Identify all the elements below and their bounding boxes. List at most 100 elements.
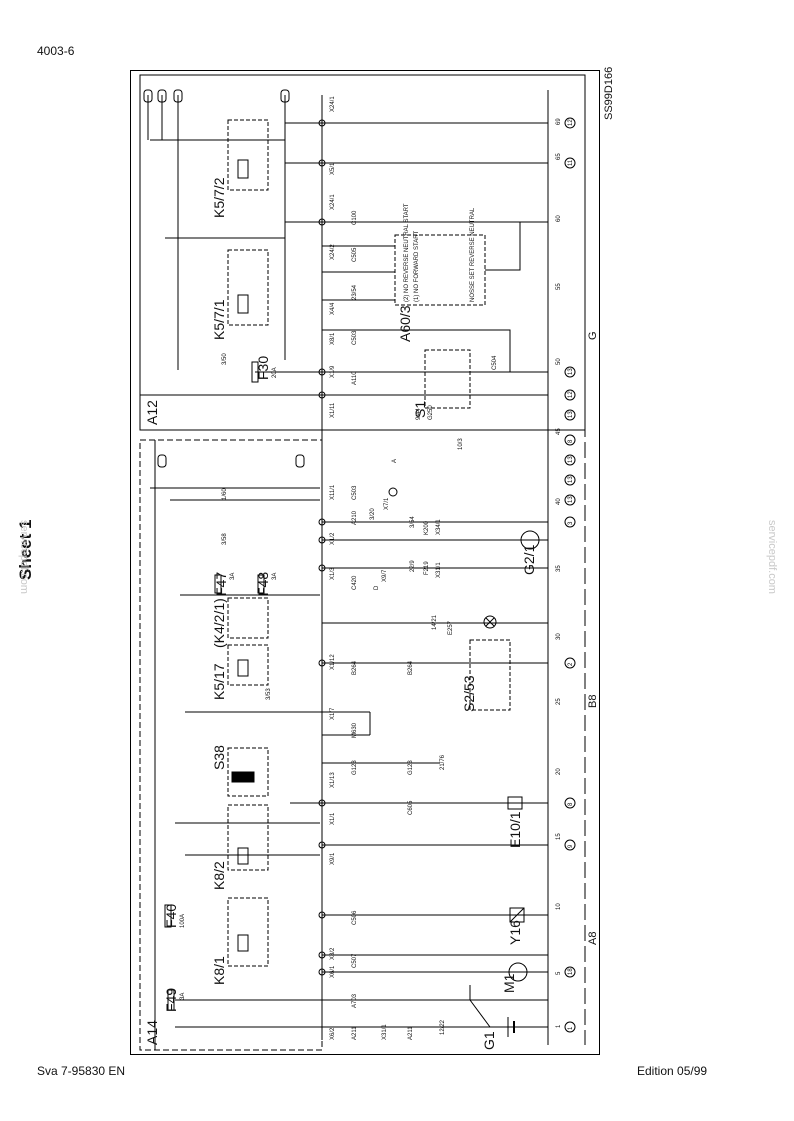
wire-f219: F219	[424, 561, 430, 575]
footer-left: Sva 7-95830 EN	[37, 1064, 126, 1078]
unit-a12-box	[139, 74, 586, 431]
column-number: 1	[556, 1024, 562, 1028]
wire-a210: A210	[352, 510, 358, 525]
bubble-label: 1	[568, 1026, 574, 1030]
wire-c504: C504	[492, 355, 498, 370]
conn-x24-1b: X24/1	[330, 194, 336, 210]
ref-3-53: 3/53	[266, 688, 272, 700]
bubble-label: 11	[568, 159, 574, 166]
battery-g1-label: G1	[481, 1031, 497, 1050]
ref-12-22: 12/22	[440, 1019, 446, 1035]
conn-x8-2: X8/2	[330, 947, 336, 960]
a60-text-3: NOSSE SET REVERSE NEUTRAL	[470, 207, 476, 302]
motor-m1	[508, 962, 528, 982]
coil-k5-7-2	[237, 159, 249, 179]
bubble-label: 13	[568, 411, 574, 418]
column-number: 20	[556, 768, 562, 775]
fuse-f49	[167, 989, 175, 1011]
wire-c420: C420	[352, 575, 358, 590]
fuse-f40-rating: 100A	[180, 914, 186, 928]
footer-right: Edition 05/99	[637, 1064, 708, 1078]
bubble-label: 9	[568, 844, 574, 848]
fuse-f49-rating: 3A	[180, 993, 186, 1000]
coil-k5-7-1	[237, 294, 249, 314]
fuse-f48-rating: 3A	[272, 573, 278, 580]
ref-10-3: 10/3	[458, 438, 464, 450]
wire-a211: A211	[352, 1026, 358, 1040]
conn-x31-1: X31/1	[436, 562, 442, 578]
fuse-f30	[251, 361, 259, 383]
wire-g123: G123	[352, 760, 358, 775]
bubble-label: 12	[568, 391, 574, 398]
lamp-e257-cross-2	[485, 617, 495, 627]
coil-k8-2	[237, 847, 249, 865]
conn-x1-1: X1/1	[330, 812, 336, 825]
alternator-g2-1	[520, 530, 540, 550]
wire-s1	[470, 329, 511, 372]
bubble-label: 18	[568, 968, 574, 975]
doc-number: 4003-6	[37, 44, 75, 58]
switch-s38-label: S38	[211, 745, 227, 770]
bubble-label: 3	[568, 521, 574, 525]
conn-x31-1b: X31/1	[382, 1024, 388, 1040]
ref-21-76: 21/76	[440, 754, 446, 770]
conn-x34-1: X34/1	[436, 519, 442, 535]
relay-k5-7-2-label: K5/7/2	[211, 177, 227, 218]
heater-e10-1	[507, 796, 523, 810]
wire-a60	[485, 222, 521, 271]
wire-g123b: G123	[408, 760, 414, 775]
column-number: 69	[556, 118, 562, 125]
solenoid-y16-label: Y16	[507, 920, 523, 945]
motor-m1-label: M1	[501, 973, 517, 993]
wire-a703: A703	[352, 993, 358, 1008]
conn-x1-7: X1/7	[330, 707, 336, 720]
conn-x8-1: X8/1	[330, 332, 336, 345]
column-number: 10	[556, 903, 562, 910]
relay-k4-2-1-box	[227, 597, 269, 639]
wire-g1	[469, 985, 491, 1028]
column-number: 15	[556, 833, 562, 840]
solenoid-y16-diag	[509, 907, 525, 923]
unit-a14-box	[139, 439, 323, 1051]
drawing-id: SS99D166	[603, 67, 615, 120]
rail-b8-label: B8	[587, 695, 599, 708]
wire-b264b: B264	[408, 660, 414, 675]
conn-x6-1: X6/1	[330, 965, 336, 978]
wire-b264: B264	[352, 660, 358, 675]
conn-x1-2: X1/2	[330, 532, 336, 545]
bubble-label: 13	[568, 476, 574, 483]
bubble-label: 13	[568, 368, 574, 375]
conn-x24-2: X24/2	[330, 244, 336, 260]
wire-c605: C605	[408, 800, 414, 815]
fuse-f48-label: F48	[255, 572, 271, 596]
solenoid-y16	[509, 907, 525, 923]
conn-x9-1: X9/1	[330, 852, 336, 865]
ref-3-50: 3/50	[222, 353, 228, 365]
ref-bubbles	[564, 117, 576, 1033]
column-number: 50	[556, 358, 562, 365]
ref-3-54: 3/54	[410, 516, 416, 528]
bubble-label: 2	[568, 662, 574, 666]
ref-3-58: 3/58	[222, 533, 228, 545]
fuse-f47-label: F47	[213, 572, 229, 596]
fuse-f30-label: F30	[255, 356, 271, 380]
wire-a: A	[392, 459, 398, 463]
column-number: 60	[556, 215, 562, 222]
wire-e257: E257	[448, 620, 454, 635]
unit-a12-label: A12	[144, 400, 160, 425]
ref-14-21: 14/21	[432, 614, 438, 630]
ref-1-60: 1/60	[222, 488, 228, 500]
conn-x6-2: X6/2	[330, 1027, 336, 1040]
ref-3-20: 3/20	[370, 508, 376, 520]
coil-k8-1	[237, 934, 249, 952]
lamp-e257	[483, 615, 497, 629]
s38-box	[227, 747, 269, 797]
fuse-f40	[164, 904, 172, 928]
relay-k5-7-1-box	[227, 249, 269, 326]
switch-s1-label: S1	[412, 401, 428, 418]
column-number: 55	[556, 283, 562, 290]
fuse-f47	[214, 574, 222, 594]
relay-k8-1-box	[227, 897, 269, 967]
diagram-frame	[130, 70, 600, 1055]
